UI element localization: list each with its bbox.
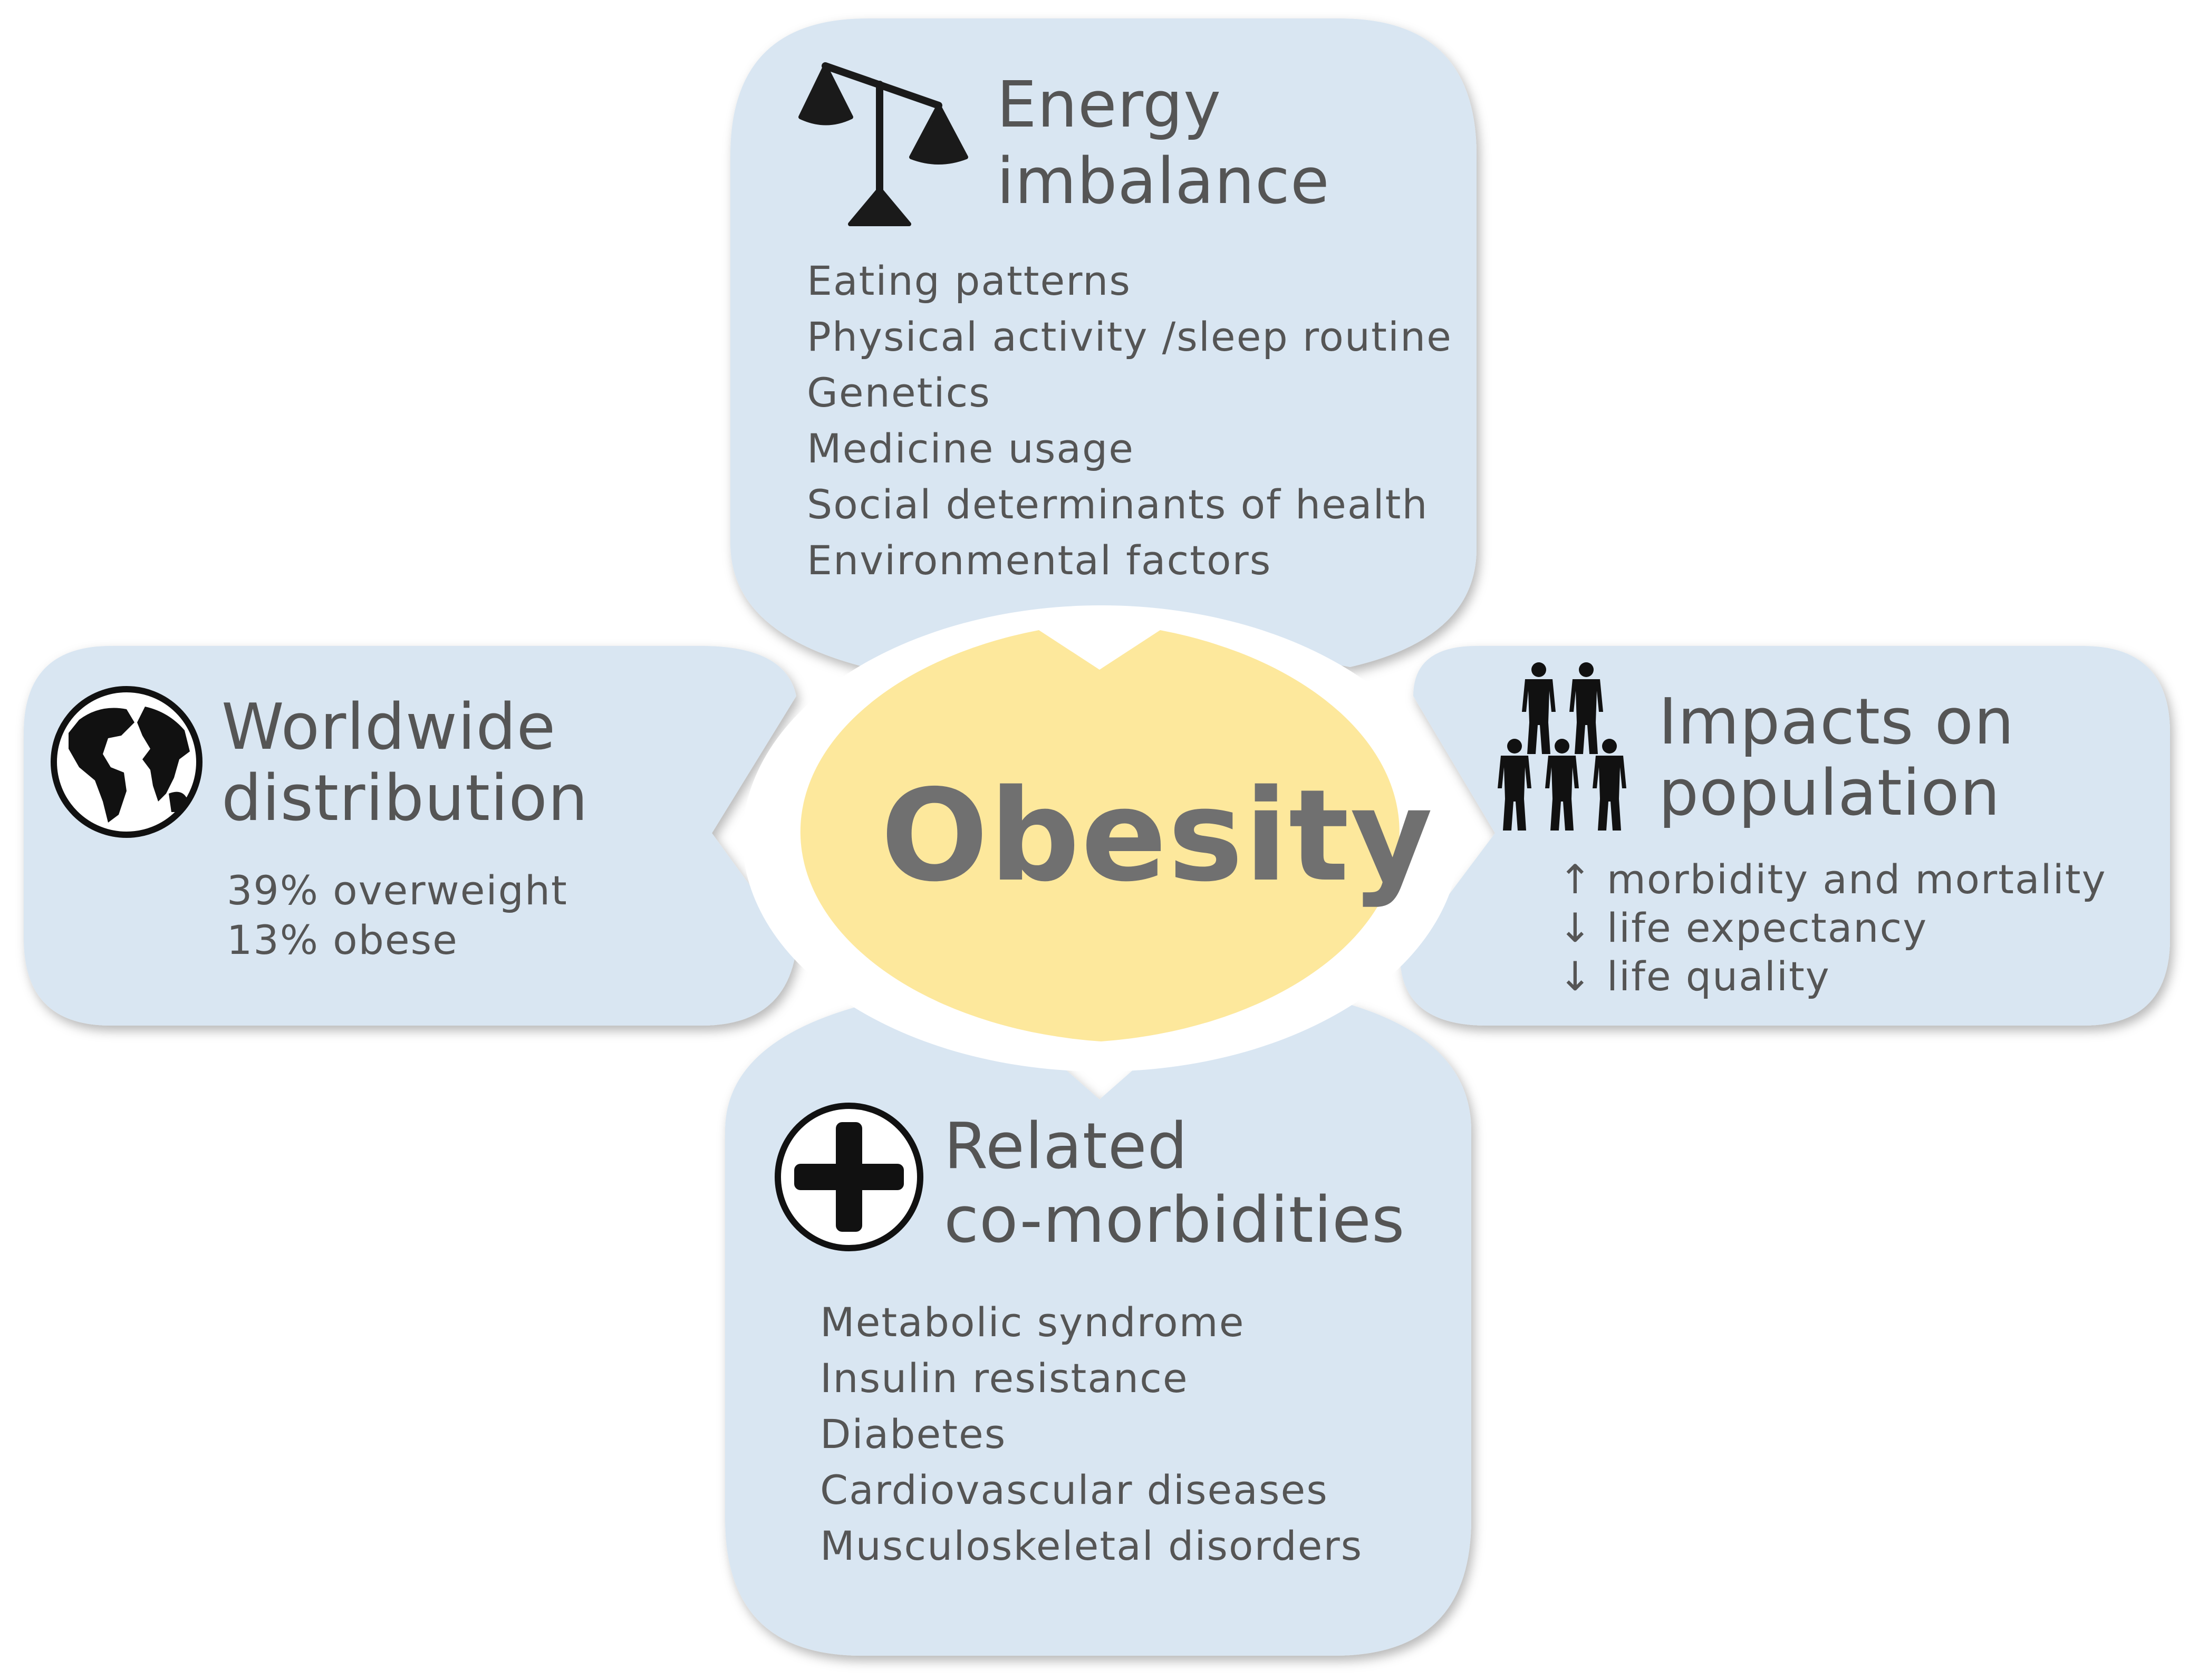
list-item: ↓ life quality [1558, 953, 1830, 1000]
list-item: Metabolic syndrome [820, 1299, 1245, 1346]
impacts-on-population-list: ↑ morbidity and mortality ↓ life expecta… [1558, 855, 2107, 1001]
related-comorbidities-list: Metabolic syndrome Insulin resistance Di… [820, 1295, 1363, 1574]
list-item: 39% overweight [227, 867, 568, 914]
impacts-on-population-title-line2: population [1658, 757, 2001, 830]
worldwide-distribution-title-line1: Worldwide [221, 691, 556, 764]
related-comorbidities-title-line2: co-morbidities [944, 1184, 1405, 1257]
related-comorbidities-title-line1: Related [944, 1110, 1188, 1183]
list-item: Diabetes [820, 1411, 1007, 1457]
list-item: ↑ morbidity and mortality [1558, 856, 2107, 903]
list-item: Medicine usage [807, 425, 1135, 472]
people-group-icon [1498, 662, 1626, 831]
list-item: Cardiovascular diseases [820, 1466, 1328, 1513]
list-item: Insulin resistance [820, 1355, 1189, 1402]
list-item: Physical activity /sleep routine [807, 313, 1452, 360]
list-item: Musculoskeletal disorders [820, 1522, 1363, 1569]
worldwide-distribution-box [24, 646, 796, 1026]
center-label: Obesity [881, 762, 1434, 910]
list-item: ↓ life expectancy [1558, 904, 1928, 951]
medical-cross-icon [775, 1103, 923, 1251]
balance-scale-icon [798, 62, 968, 226]
energy-imbalance-list: Eating patterns Physical activity /sleep… [807, 253, 1452, 588]
worldwide-distribution-list: 39% overweight 13% obese [227, 866, 568, 965]
impacts-on-population-title-line1: Impacts on [1658, 685, 2015, 759]
list-item: Genetics [807, 369, 991, 416]
energy-imbalance-title-line1: Energy [997, 69, 1222, 142]
list-item: Eating patterns [807, 257, 1131, 304]
globe-icon [51, 686, 202, 838]
energy-imbalance-title-line2: imbalance [997, 145, 1330, 218]
center-ellipse [800, 630, 1400, 1041]
list-item: Social determinants of health [807, 481, 1429, 528]
energy-imbalance-box [730, 18, 1477, 670]
worldwide-distribution-title-line2: distribution [221, 762, 589, 835]
list-item: 13% obese [227, 916, 458, 963]
list-item: Environmental factors [807, 537, 1272, 584]
